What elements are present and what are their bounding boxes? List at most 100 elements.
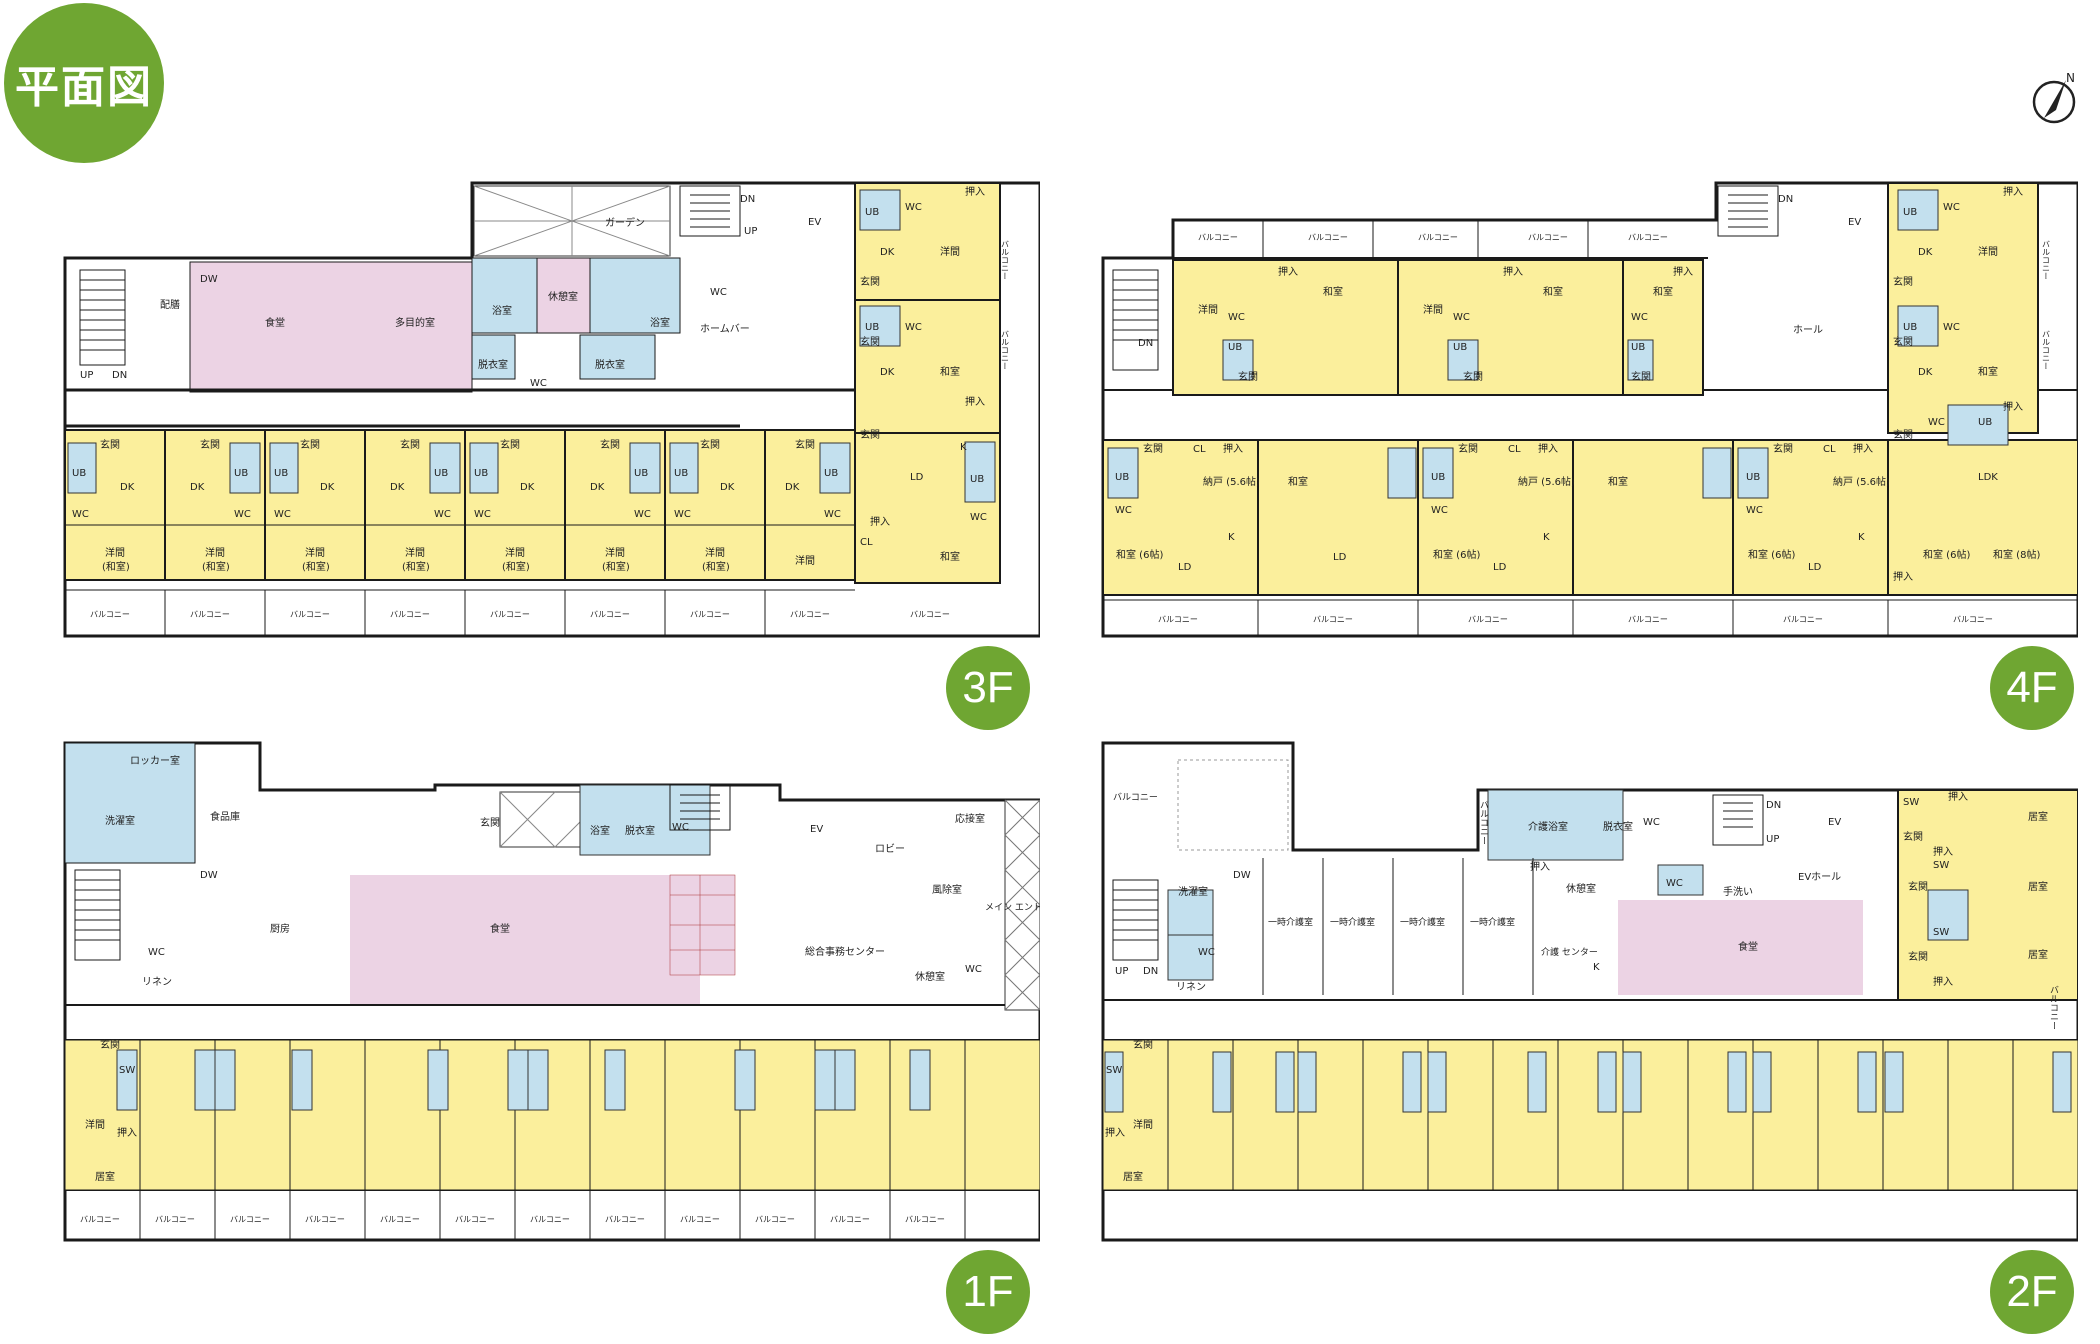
svg-text:和室 (6帖): 和室 (6帖)	[1116, 548, 1163, 561]
svg-text:バルコニー: バルコニー	[1001, 330, 1010, 370]
svg-text:WC: WC	[1115, 505, 1132, 516]
svg-text:WC: WC	[970, 512, 987, 523]
svg-text:SW: SW	[1106, 1065, 1122, 1076]
svg-text:押入: 押入	[1105, 1126, 1125, 1139]
svg-text:UB: UB	[674, 468, 688, 479]
north-label: N	[2066, 71, 2075, 85]
f2-laundry-label: 洗濯室	[1178, 885, 1208, 898]
f4-ld-1: LD	[1333, 552, 1347, 563]
floor-badge-1f: 1F	[946, 1250, 1030, 1334]
f3-bath1-label: 浴室	[492, 304, 512, 317]
svg-text:バルコニー: バルコニー	[390, 610, 430, 619]
svg-text:バルコニー: バルコニー	[530, 1215, 570, 1224]
svg-text:バルコニー: バルコニー	[755, 1215, 795, 1224]
f1-dining-label: 食堂	[490, 922, 510, 935]
f3-corner-unit: LD K CL 和室 UB WC 玄関 押入	[860, 428, 987, 563]
svg-text:バルコニー: バルコニー	[290, 610, 330, 619]
svg-text:UB: UB	[1431, 472, 1445, 483]
f2-dn-label: DN	[1143, 966, 1158, 977]
svg-text:UB: UB	[824, 468, 838, 479]
svg-text:押入: 押入	[117, 1126, 137, 1139]
svg-text:居室: 居室	[2028, 810, 2048, 823]
svg-text:WC: WC	[1631, 312, 1648, 323]
f2-kaigo-4-label: 一時介護室	[1470, 916, 1515, 928]
svg-text:WC: WC	[1746, 505, 1763, 516]
floor-plan-2f: バルコニー 洗濯室 DW UP DN WC リネン 一時介護室 一時介護室 一時…	[1101, 741, 2078, 1242]
svg-text:WC: WC	[1431, 505, 1448, 516]
f4-south-unit-1: 玄関 CL 押入 納戸 (5.6帖) 和室 (6帖) LD K UB WC 和室	[1115, 442, 1308, 573]
svg-text:DK: DK	[520, 482, 535, 493]
f1-dw-label: DW	[200, 870, 218, 881]
svg-text:玄関: 玄関	[1893, 428, 1913, 441]
svg-text:洋間: 洋間	[795, 554, 815, 567]
svg-text:和室: 和室	[940, 550, 960, 563]
f1-office-label: 総合事務センター	[805, 945, 885, 958]
svg-text:洋間: 洋間	[605, 546, 625, 559]
f2-balcony-nw-label: バルコニー	[1113, 792, 1158, 803]
svg-text:洋間: 洋間	[1133, 1118, 1153, 1131]
svg-text:K: K	[1228, 532, 1235, 543]
svg-text:WC: WC	[1453, 312, 1470, 323]
svg-text:玄関: 玄関	[1908, 950, 1928, 963]
svg-text:UB: UB	[1631, 342, 1645, 353]
floor-plan-1f: ロッカー室 洗濯室 食品庫 DW 厨房 食堂 玄関 浴室 脱衣室 WC EV ロ…	[63, 741, 1040, 1242]
svg-text:LDK: LDK	[1978, 472, 1998, 483]
svg-text:WC: WC	[1943, 322, 1960, 333]
svg-text:バルコニー: バルコニー	[1418, 233, 1458, 242]
svg-text:玄関: 玄関	[1458, 442, 1478, 455]
svg-text:UB: UB	[434, 468, 448, 479]
f2-stairs-up-label: UP	[1766, 834, 1779, 845]
svg-text:バルコニー: バルコニー	[1308, 233, 1348, 242]
svg-text:玄関: 玄関	[100, 438, 120, 451]
svg-text:(和室): (和室)	[102, 560, 130, 573]
floor-label-3f: 3F	[962, 663, 1014, 712]
svg-text:CL: CL	[1823, 444, 1836, 455]
f4-ev-label: EV	[1848, 217, 1861, 228]
floor-label-1f: 1F	[962, 1267, 1014, 1316]
svg-text:(和室): (和室)	[402, 560, 430, 573]
svg-text:バルコニー: バルコニー	[1528, 233, 1568, 242]
svg-text:LD: LD	[1808, 562, 1822, 573]
svg-text:和室 (8帖): 和室 (8帖)	[1993, 548, 2040, 561]
svg-text:CL: CL	[860, 537, 873, 548]
f1-wc2-label: WC	[148, 947, 165, 958]
svg-text:玄関: 玄関	[1463, 370, 1483, 383]
svg-text:WC: WC	[1928, 417, 1945, 428]
svg-text:(和室): (和室)	[302, 560, 330, 573]
f3-tamokuteki-label: 多目的室	[395, 316, 435, 329]
svg-text:バルコニー: バルコニー	[1158, 615, 1198, 624]
svg-text:WC: WC	[634, 509, 651, 520]
f4-dn-label: DN	[1778, 194, 1793, 205]
f3-datsui2-label: 脱衣室	[595, 358, 625, 371]
svg-text:押入: 押入	[2003, 400, 2023, 413]
f1-genkan-label: 玄関	[480, 816, 500, 829]
svg-text:UB: UB	[1746, 472, 1760, 483]
svg-text:バルコニー: バルコニー	[455, 1215, 495, 1224]
f4-hall-label: ホール	[1793, 324, 1823, 336]
svg-text:玄関: 玄関	[795, 438, 815, 451]
f3-east-unit-1: UB WC DK 洋間 玄関 押入	[860, 185, 985, 288]
svg-text:UB: UB	[1228, 342, 1242, 353]
f2-kaigo-3-label: 一時介護室	[1400, 916, 1445, 928]
svg-text:バルコニー: バルコニー	[155, 1215, 195, 1224]
svg-text:玄関: 玄関	[1143, 442, 1163, 455]
f1-entrance-label: メイン エントランス	[985, 902, 1040, 913]
f2-oshiire-label: 押入	[1530, 860, 1550, 873]
svg-text:玄関: 玄関	[100, 1038, 120, 1051]
svg-text:DK: DK	[1918, 367, 1933, 378]
svg-text:和室: 和室	[1543, 285, 1563, 298]
svg-text:玄関: 玄関	[1908, 880, 1928, 893]
svg-text:UB: UB	[1978, 417, 1992, 428]
svg-text:UB: UB	[1115, 472, 1129, 483]
f2-ev-hall-label: EVホール	[1798, 871, 1841, 883]
north-arrow-icon: N	[2032, 71, 2076, 124]
f2-dw-label: DW	[1233, 870, 1251, 881]
f3-dw-label: DW	[200, 274, 218, 285]
f1-datsui-label: 脱衣室	[625, 824, 655, 837]
f1-unit-template: 玄関 SW 洋間 押入 居室	[85, 1038, 137, 1183]
svg-text:玄関: 玄関	[1773, 442, 1793, 455]
f1-kyukei-label: 休憩室	[915, 970, 945, 983]
svg-text:和室 (6帖): 和室 (6帖)	[1748, 548, 1795, 561]
svg-text:納戸 (5.6帖): 納戸 (5.6帖)	[1203, 475, 1260, 488]
f3-wc2-label: WC	[530, 378, 547, 389]
